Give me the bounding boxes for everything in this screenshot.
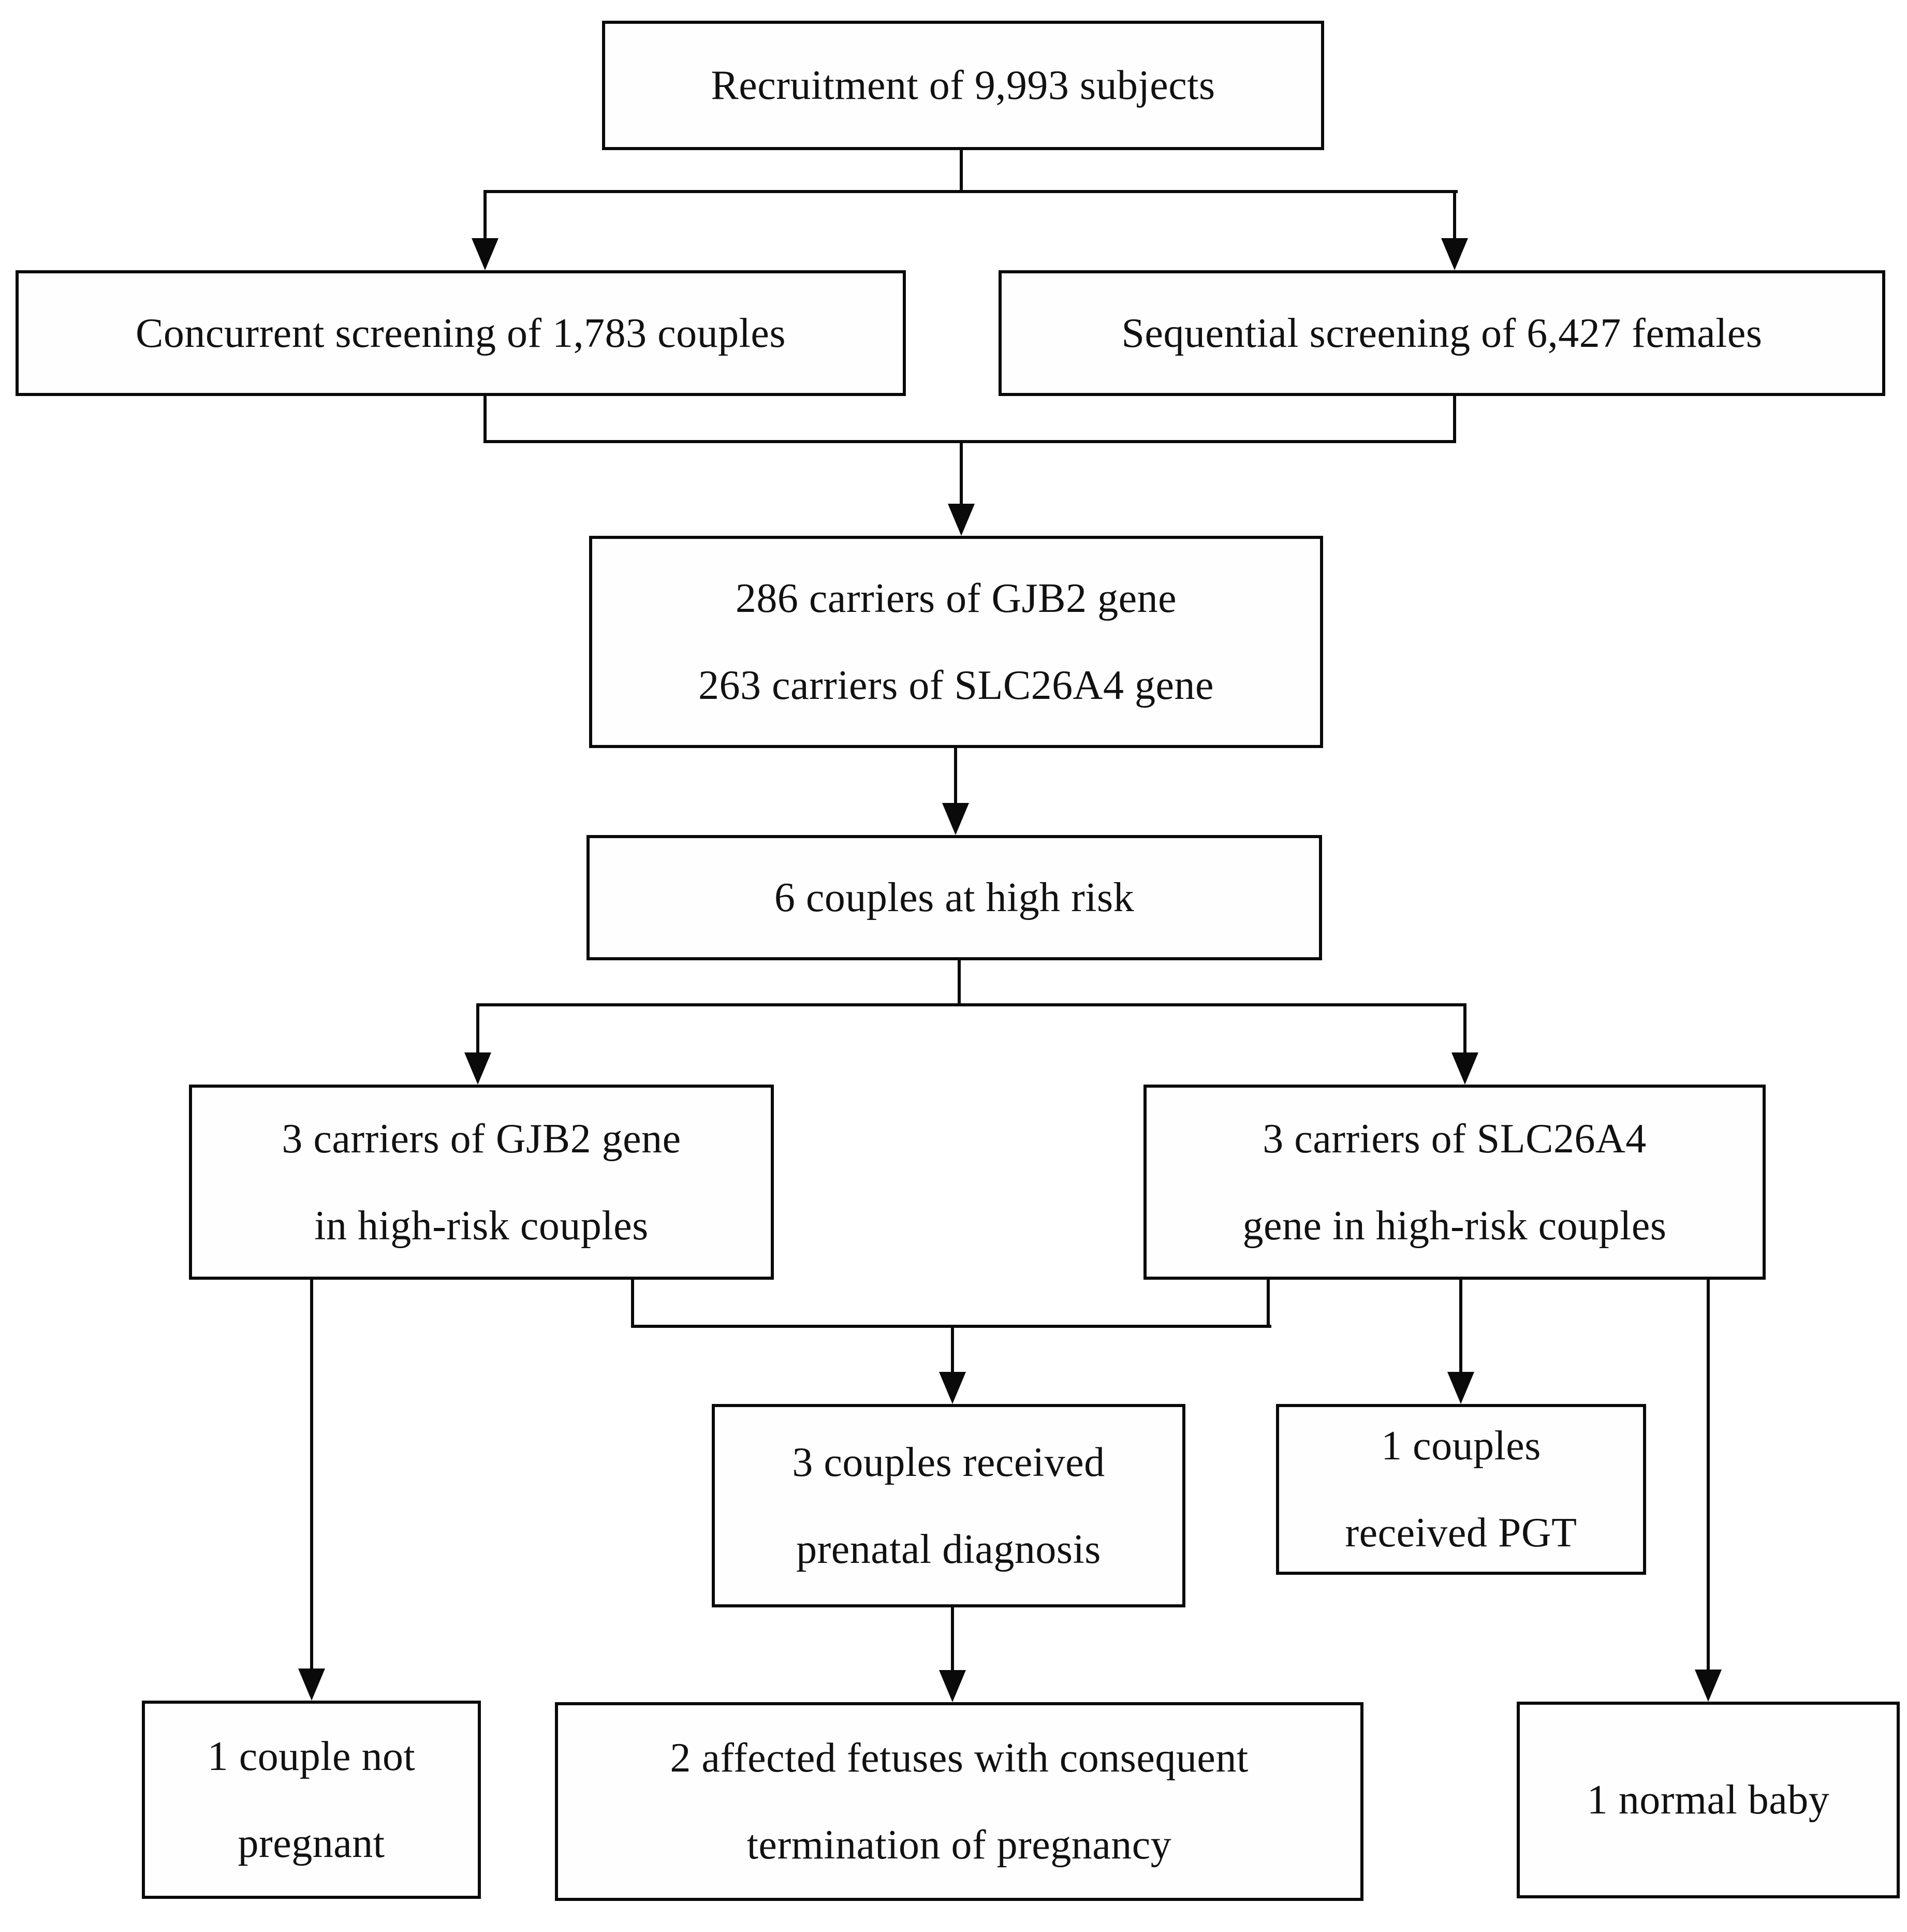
node-slc26a4-high-risk: 3 carriers of SLC26A4 gene in high-risk … <box>1143 1085 1766 1280</box>
arrowhead-to-gjb2 <box>464 1052 491 1085</box>
node-concurrent-screening-text: Concurrent screening of 1,783 couples <box>136 310 786 356</box>
node-affected-fetuses: 2 affected fetuses with consequent termi… <box>555 1702 1363 1901</box>
node-affected-fetuses-line1: 2 affected fetuses with consequent <box>670 1735 1249 1781</box>
node-not-pregnant-line1: 1 couple not <box>207 1733 416 1779</box>
connector-sequential-down <box>1453 395 1456 443</box>
connector-to-slc26a4 <box>1463 1003 1466 1053</box>
node-high-risk-couples-text: 6 couples at high risk <box>774 875 1135 920</box>
node-pgt-line2: received PGT <box>1345 1510 1577 1556</box>
arrowhead-to-affected <box>939 1670 966 1702</box>
connector-to-carriers <box>960 440 963 505</box>
connector-to-pgt <box>1459 1279 1462 1373</box>
connector-to-affected <box>951 1606 954 1671</box>
connector-merge1-horizontal <box>483 440 1456 443</box>
arrowhead-to-not-pregnant <box>298 1668 325 1701</box>
arrowhead-to-pgt <box>1447 1372 1474 1404</box>
node-carriers-identified: 286 carriers of GJB2 gene 263 carriers o… <box>589 536 1323 748</box>
node-gjb2-high-risk-line1: 3 carriers of GJB2 gene <box>282 1116 681 1162</box>
arrowhead-to-concurrent <box>472 238 498 270</box>
node-high-risk-couples: 6 couples at high risk <box>586 835 1322 960</box>
node-not-pregnant: 1 couple not pregnant <box>142 1701 481 1899</box>
arrowhead-to-normal-baby <box>1695 1670 1722 1702</box>
node-prenatal-diagnosis-line2: prenatal diagnosis <box>796 1526 1101 1572</box>
node-recruitment-text: Recruitment of 9,993 subjects <box>711 63 1215 108</box>
connector-slc26a4-down-left <box>1267 1279 1270 1328</box>
arrowhead-to-slc26a4 <box>1451 1052 1478 1085</box>
connector-recruitment-stem <box>960 149 963 193</box>
node-concurrent-screening: Concurrent screening of 1,783 couples <box>16 270 906 396</box>
connector-to-sequential <box>1453 190 1456 239</box>
connector-to-not-pregnant <box>310 1279 313 1670</box>
connector-high-risk-stem <box>958 959 961 1006</box>
arrowhead-to-high-risk <box>942 803 969 835</box>
node-recruitment: Recruitment of 9,993 subjects <box>602 21 1324 150</box>
node-slc26a4-high-risk-line1: 3 carriers of SLC26A4 <box>1263 1116 1647 1162</box>
connector-to-concurrent <box>483 190 487 239</box>
connector-to-gjb2 <box>476 1003 479 1053</box>
connector-to-high-risk <box>954 747 957 804</box>
connector-to-prenatal <box>951 1325 954 1373</box>
connector-split1-horizontal <box>483 190 1458 193</box>
node-pgt-line1: 1 couples <box>1381 1423 1541 1469</box>
node-sequential-screening-text: Sequential screening of 6,427 females <box>1121 310 1763 356</box>
arrowhead-to-sequential <box>1441 238 1468 270</box>
arrowhead-to-carriers <box>948 504 975 536</box>
node-pgt: 1 couples received PGT <box>1276 1404 1646 1575</box>
node-slc26a4-high-risk-line2: gene in high-risk couples <box>1242 1203 1667 1249</box>
connector-concurrent-down <box>483 395 487 443</box>
node-normal-baby-text: 1 normal baby <box>1587 1777 1830 1823</box>
connector-gjb2-down <box>631 1279 634 1328</box>
connector-to-normal-baby <box>1707 1279 1710 1671</box>
node-not-pregnant-line2: pregnant <box>238 1820 385 1866</box>
node-affected-fetuses-line2: termination of pregnancy <box>746 1822 1172 1868</box>
node-gjb2-high-risk-line2: in high-risk couples <box>314 1203 649 1249</box>
node-gjb2-high-risk: 3 carriers of GJB2 gene in high-risk cou… <box>189 1085 774 1280</box>
node-prenatal-diagnosis-line1: 3 couples received <box>792 1439 1105 1485</box>
node-normal-baby: 1 normal baby <box>1517 1702 1900 1898</box>
node-prenatal-diagnosis: 3 couples received prenatal diagnosis <box>712 1404 1185 1607</box>
node-carriers-line1: 286 carriers of GJB2 gene <box>735 576 1177 621</box>
node-carriers-line2: 263 carriers of SLC26A4 gene <box>698 663 1214 708</box>
arrowhead-to-prenatal <box>939 1372 966 1404</box>
node-sequential-screening: Sequential screening of 6,427 females <box>999 270 1885 396</box>
connector-split2-horizontal <box>476 1003 1466 1006</box>
